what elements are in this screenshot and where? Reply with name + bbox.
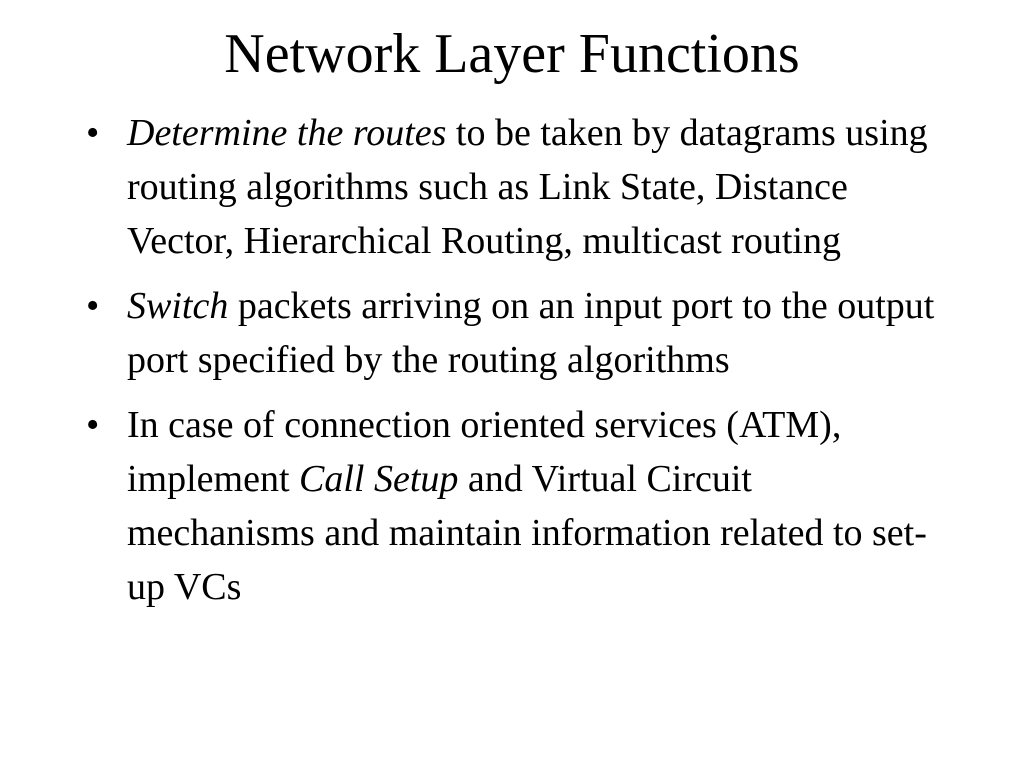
slide-title: Network Layer Functions bbox=[224, 23, 800, 85]
bullet-item-switch: • Switch packets arriving on an input po… bbox=[86, 279, 946, 387]
bullet-text: packets arriving on an input port to the… bbox=[127, 285, 935, 381]
bullet-text: to be taken by datagrams using routing a… bbox=[127, 112, 928, 262]
bullet-item-call-setup: • In case of connection oriented service… bbox=[86, 398, 946, 614]
bullet-icon: • bbox=[86, 112, 100, 154]
bullet-icon: • bbox=[86, 285, 100, 327]
bullet-text: In case of connection oriented services … bbox=[127, 404, 842, 500]
bullet-text-emphasis: Switch bbox=[127, 285, 229, 327]
bullet-item-routes: • Determine the routes to be taken by da… bbox=[86, 106, 946, 268]
bullet-text: and Virtual Circuit mechanisms and maint… bbox=[127, 458, 927, 608]
bullet-list: • Determine the routes to be taken by da… bbox=[86, 106, 946, 625]
bullet-text-emphasis: Determine the routes bbox=[127, 112, 447, 154]
bullet-text-emphasis: Call Setup bbox=[299, 458, 459, 500]
bullet-icon: • bbox=[86, 404, 100, 446]
